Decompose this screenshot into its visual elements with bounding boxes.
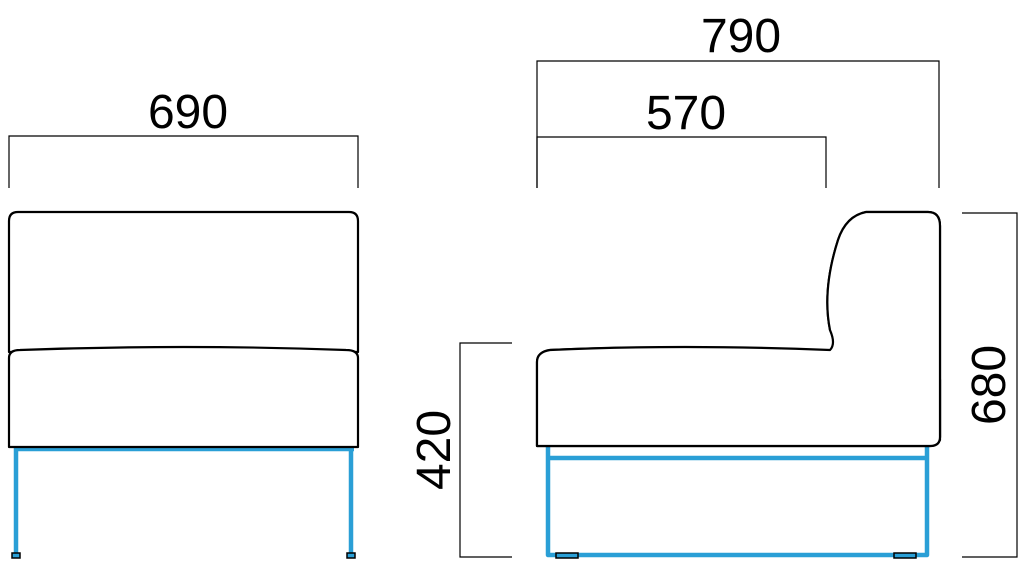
side-depth-dimension-line xyxy=(536,60,940,188)
side-seat-depth-label: 570 xyxy=(646,87,726,140)
side-foot-right xyxy=(893,552,917,559)
front-view: 690 xyxy=(7,86,360,559)
front-foot-right xyxy=(346,552,356,559)
side-view: 790 570 420 680 xyxy=(408,10,1018,559)
front-backrest xyxy=(7,210,360,354)
front-seat-cushion xyxy=(7,345,360,449)
front-width-dimension-line xyxy=(8,135,359,188)
side-seat-height-dimension-line xyxy=(459,342,512,558)
front-foot-left xyxy=(11,552,21,559)
front-frame-legs xyxy=(13,446,354,555)
side-overall-depth-label: 790 xyxy=(701,10,781,63)
side-frame-rectangle xyxy=(545,447,930,558)
side-foot-left xyxy=(555,552,579,559)
side-seat-height-label: 420 xyxy=(408,410,461,490)
front-width-label: 690 xyxy=(148,86,228,139)
side-seat-depth-dimension-line xyxy=(536,136,827,188)
side-overall-height-label: 680 xyxy=(963,345,1016,425)
side-body xyxy=(535,210,942,448)
front-frame xyxy=(11,446,356,559)
side-overall-height-dimension-line xyxy=(962,212,1018,558)
side-frame xyxy=(545,447,930,559)
